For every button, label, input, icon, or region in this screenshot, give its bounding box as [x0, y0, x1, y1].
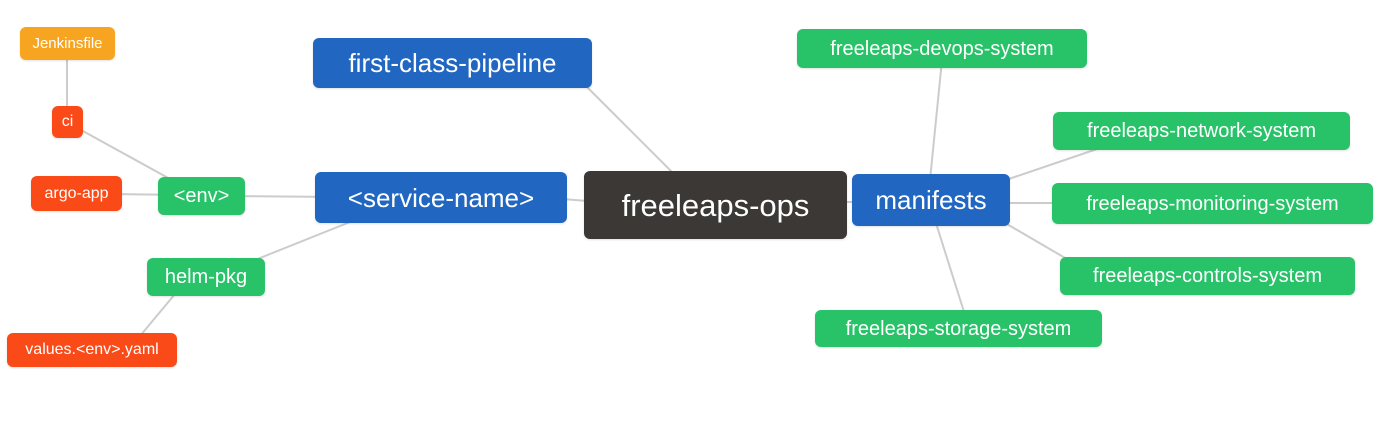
- node-argo-app[interactable]: argo-app: [31, 176, 122, 211]
- edge-manifests-storage: [934, 219, 966, 316]
- edge-pipeline-ops: [579, 79, 681, 181]
- node-helm-pkg[interactable]: helm-pkg: [147, 258, 265, 296]
- node-first-class-pipeline[interactable]: first-class-pipeline: [313, 38, 592, 88]
- node-ci[interactable]: ci: [52, 106, 83, 138]
- node-jenkinsfile[interactable]: Jenkinsfile: [20, 27, 115, 60]
- node-env[interactable]: <env>: [158, 177, 245, 215]
- node-freeleaps-storage-system[interactable]: freeleaps-storage-system: [815, 310, 1102, 347]
- edge-manifests-network: [999, 147, 1101, 183]
- edge-manifests-controls: [999, 219, 1073, 263]
- edge-manifests-devops: [929, 59, 943, 181]
- node-service-name[interactable]: <service-name>: [315, 172, 567, 223]
- node-freeleaps-controls-system[interactable]: freeleaps-controls-system: [1060, 257, 1355, 295]
- node-values-env-yaml[interactable]: values.<env>.yaml: [7, 333, 177, 367]
- node-freeleaps-ops-root[interactable]: freeleaps-ops: [584, 171, 847, 239]
- node-freeleaps-network-system[interactable]: freeleaps-network-system: [1053, 112, 1350, 150]
- node-freeleaps-devops-system[interactable]: freeleaps-devops-system: [797, 29, 1087, 68]
- node-manifests[interactable]: manifests: [852, 174, 1010, 226]
- node-freeleaps-monitoring-system[interactable]: freeleaps-monitoring-system: [1052, 183, 1373, 224]
